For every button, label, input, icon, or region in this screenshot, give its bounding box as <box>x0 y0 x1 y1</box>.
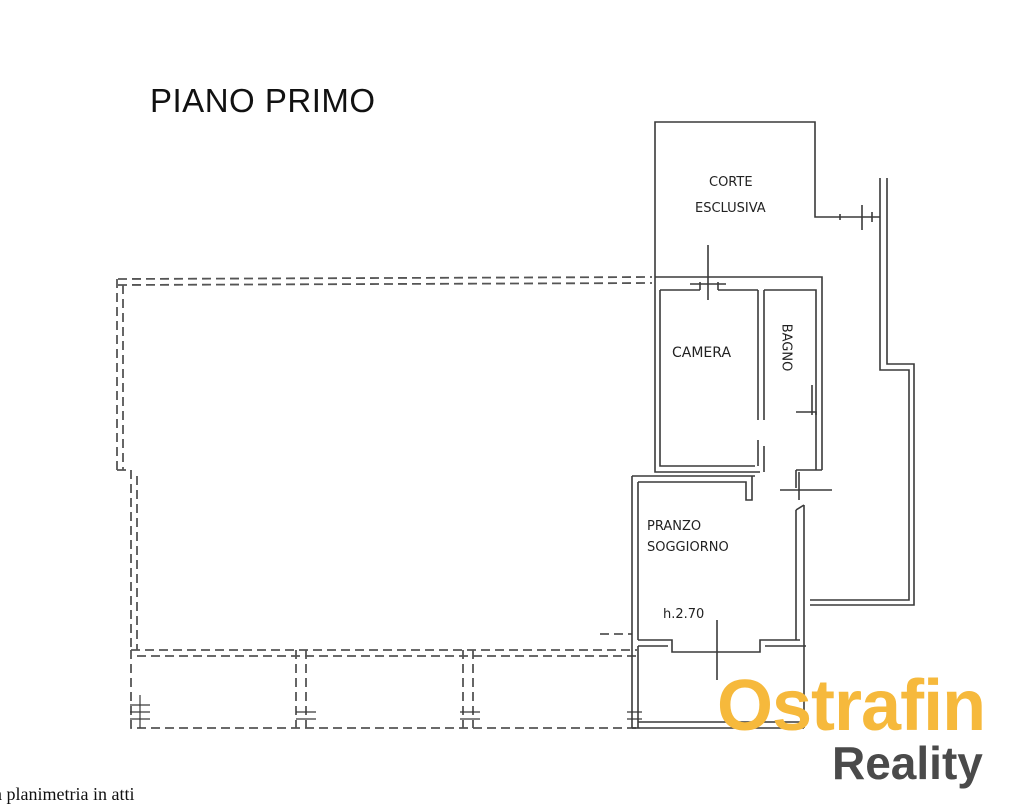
dashed-adjacent-area <box>116 276 653 729</box>
watermark-logo-primary: Ostrafin <box>717 666 986 746</box>
door-symbols <box>690 245 832 680</box>
camera-walls <box>654 276 823 473</box>
pranzo-soggiorno-walls <box>631 469 822 729</box>
watermark-logo-secondary: Reality <box>832 737 983 789</box>
corte-esclusiva-outline <box>654 121 880 277</box>
label-esclusiva: ESCLUSIVA <box>695 201 766 216</box>
label-corte: CORTE <box>709 175 753 190</box>
structural-marks <box>130 695 642 728</box>
caption-planimetria: a planimetria in atti <box>0 784 135 804</box>
label-pranzo: PRANZO <box>647 519 702 534</box>
label-camera: CAMERA <box>672 345 732 361</box>
label-ceiling-height: h.2.70 <box>663 607 705 622</box>
floor-title: PIANO PRIMO <box>150 82 376 119</box>
label-bagno: BAGNO <box>778 323 794 372</box>
outer-perimeter <box>810 178 915 606</box>
label-soggiorno: SOGGIORNO <box>647 540 729 555</box>
